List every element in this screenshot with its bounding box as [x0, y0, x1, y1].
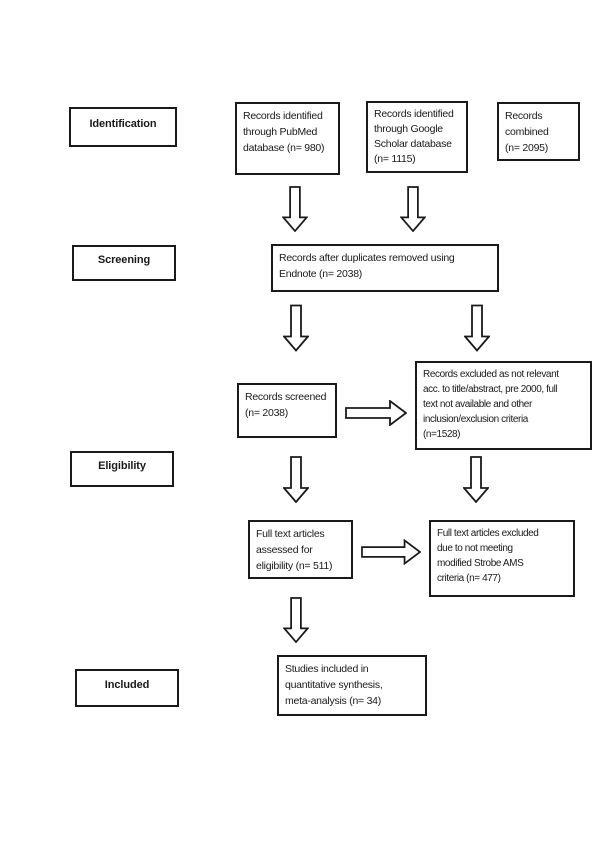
stage-label-eligibility: Eligibility [70, 451, 174, 487]
box-records-google-scholar: Records identified through Google Schola… [366, 101, 468, 173]
down-arrow-excluded-to-fulltext-excluded [463, 456, 489, 503]
right-arrow-fulltext-to-fulltext-excluded [361, 539, 421, 565]
down-arrow-duplicates-to-screened [283, 304, 309, 352]
stage-label-included: Included [75, 669, 179, 707]
right-arrow-screened-to-excluded [345, 400, 407, 426]
stage-label-screening: Screening [72, 245, 176, 281]
box-full-text-assessed: Full text articles assessed for eligibil… [248, 520, 353, 579]
box-records-pubmed: Records identified through PubMed databa… [235, 102, 340, 175]
down-arrow-google-to-duplicates [400, 186, 426, 232]
box-records-screened: Records screened (n= 2038) [237, 383, 337, 438]
box-studies-included: Studies included in quantitative synthes… [277, 655, 427, 716]
down-arrow-pubmed-to-duplicates [282, 186, 308, 232]
down-arrow-duplicates-to-excluded [464, 304, 490, 352]
box-records-combined: Records combined (n= 2095) [497, 102, 580, 161]
box-duplicates-removed: Records after duplicates removed using E… [271, 244, 499, 292]
down-arrow-screened-to-fulltext [283, 456, 309, 503]
box-records-excluded: Records excluded as not relevant acc. to… [415, 361, 592, 450]
box-full-text-excluded: Full text articles excluded due to not m… [429, 520, 575, 597]
down-arrow-fulltext-to-studies [283, 597, 309, 643]
stage-label-identification: Identification [69, 107, 177, 147]
